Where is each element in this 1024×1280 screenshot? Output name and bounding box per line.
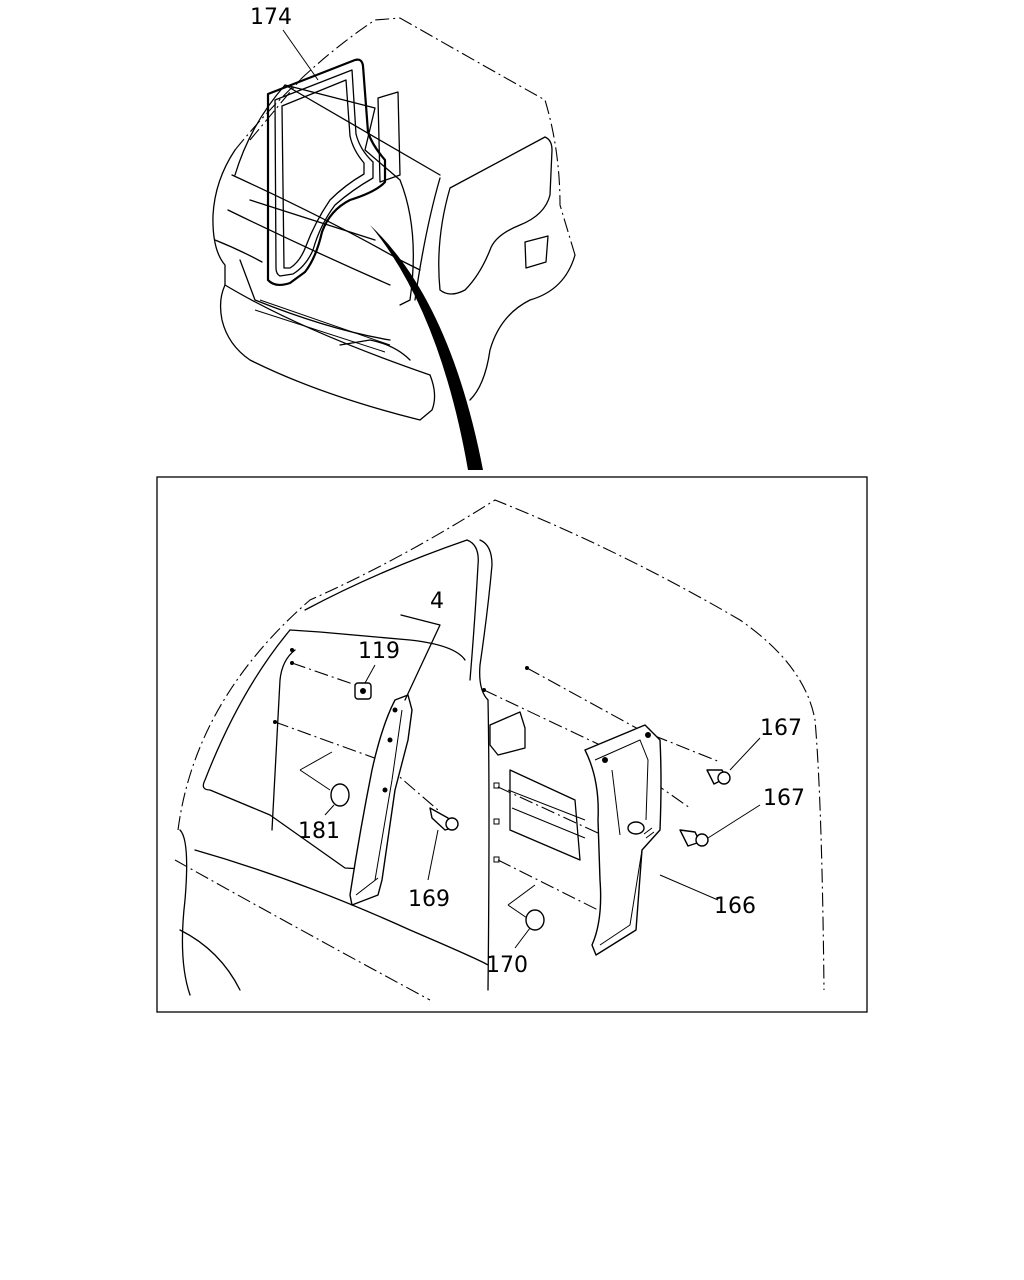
pillar-trim-4 [349, 614, 441, 906]
cab-overview [212, 17, 576, 421]
detail-pointer [370, 225, 483, 470]
plug-181 [324, 783, 350, 816]
leader-174 [282, 29, 319, 81]
callout-166: 166 [714, 894, 756, 919]
callout-167-lower: 167 [763, 786, 805, 811]
screw-167-upper [706, 737, 761, 785]
callout-169: 169 [408, 887, 450, 912]
callout-167-upper: 167 [760, 716, 802, 741]
plug-170 [514, 909, 545, 949]
detail-frame [156, 476, 868, 1013]
callout-174: 174 [250, 5, 292, 30]
back-trim-166 [584, 724, 719, 956]
callout-170: 170 [486, 953, 528, 978]
callout-181: 181 [298, 819, 340, 844]
screw-169 [427, 807, 459, 881]
callout-119: 119 [358, 639, 400, 664]
cab-interior-detail [174, 499, 825, 1001]
callout-4: 4 [430, 589, 444, 614]
screw-167-lower [679, 804, 761, 847]
clip-119 [354, 664, 376, 700]
